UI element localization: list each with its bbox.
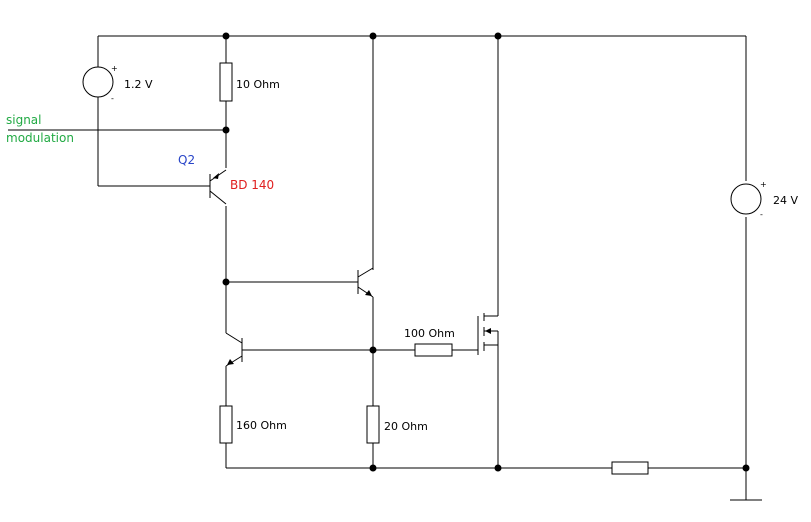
mosfet-arrow-icon — [485, 328, 491, 334]
voltage-source-icon — [82, 66, 114, 98]
junction-dot — [494, 464, 502, 472]
signal-label-line1: signal — [6, 113, 42, 127]
resistor-value-label: 160 Ohm — [236, 419, 287, 432]
junctions — [222, 32, 750, 472]
junction-dot — [369, 464, 377, 472]
resistor-icon — [366, 405, 380, 444]
q2-part-label: BD 140 — [230, 178, 274, 192]
signal-label-line2: modulation — [6, 131, 74, 145]
q2-collector-leg — [209, 190, 227, 205]
resistor-icon — [219, 405, 233, 444]
resistor-unlabeled — [611, 461, 649, 475]
mosfet — [477, 313, 499, 355]
transistor-q2: Q2 BD 140 — [178, 153, 274, 205]
junction-dot — [222, 126, 230, 134]
emitter-arrow-icon — [365, 290, 372, 296]
plus-sign: + — [760, 180, 767, 189]
junction-dot — [494, 32, 502, 40]
mid-collector-leg — [357, 267, 374, 278]
resistor-value-label: 10 Ohm — [236, 78, 280, 91]
source-voltage-label: 24 V — [773, 194, 798, 207]
emitter-arrow-icon — [213, 173, 219, 179]
resistor-10-ohm: 10 Ohm — [219, 62, 280, 102]
minus-sign: - — [760, 210, 763, 219]
resistor-20-ohm: 20 Ohm — [366, 405, 428, 444]
emitter-arrow-icon — [227, 359, 234, 365]
minus-sign: - — [111, 94, 114, 103]
junction-dot — [222, 278, 230, 286]
junction-dot — [369, 32, 377, 40]
junction-dot — [222, 32, 230, 40]
resistor-icon — [611, 461, 649, 475]
voltage-source-icon — [730, 183, 762, 215]
resistor-value-label: 100 Ohm — [404, 327, 455, 340]
wires — [8, 35, 747, 500]
plus-sign: + — [111, 64, 118, 73]
lower-collector-leg — [225, 332, 243, 344]
q2-name-label: Q2 — [178, 153, 195, 167]
resistor-100-ohm: 100 Ohm — [404, 327, 455, 357]
junction-dot — [742, 464, 750, 472]
resistor-160-ohm: 160 Ohm — [219, 405, 287, 444]
resistor-value-label: 20 Ohm — [384, 420, 428, 433]
transistor-lower — [225, 332, 243, 367]
voltage-source-24v: + - 24 V — [730, 180, 798, 219]
junction-dot — [369, 346, 377, 354]
resistor-icon — [414, 343, 453, 357]
source-voltage-label: 1.2 V — [124, 78, 153, 91]
resistor-icon — [219, 62, 233, 102]
voltage-source-1-2v: + - 1.2 V — [82, 64, 153, 103]
transistor-mid — [357, 267, 374, 298]
